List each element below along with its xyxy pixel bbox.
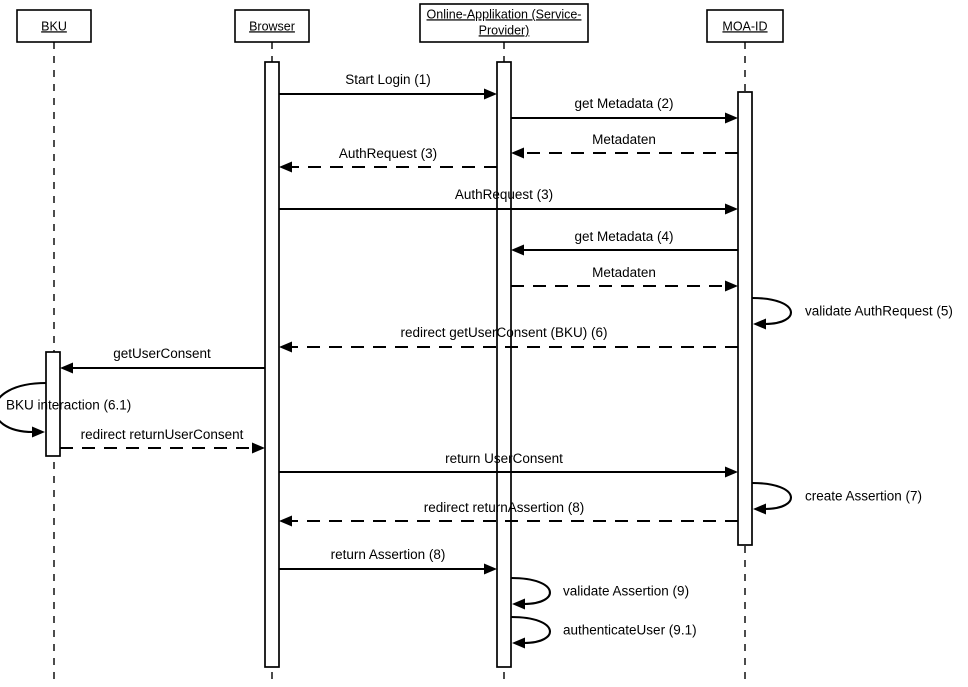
- self-message-label-1: validate AuthRequest (5): [805, 304, 953, 319]
- message-arrowhead-12: [279, 515, 292, 527]
- message-3: Metadaten: [511, 132, 738, 159]
- activation-bar-browser: [264, 61, 280, 668]
- activation-bar-sp: [496, 61, 512, 668]
- message-arrowhead-10: [252, 442, 265, 454]
- self-message-loop-4: [510, 576, 551, 606]
- message-8: redirect getUserConsent (BKU) (6): [279, 325, 738, 353]
- message-arrowhead-5: [725, 203, 738, 215]
- self-message-label-4: validate Assertion (9): [563, 584, 689, 599]
- message-label-11: return UserConsent: [445, 451, 563, 466]
- lifeline-header-box-sp[interactable]: [419, 3, 589, 43]
- message-label-2: get Metadata (2): [574, 96, 673, 111]
- lifeline-header-label-browser: Browser: [249, 19, 295, 33]
- message-label-13: return Assertion (8): [331, 547, 446, 562]
- message-arrowhead-9: [60, 362, 73, 374]
- message-13: return Assertion (8): [279, 547, 497, 575]
- message-11: return UserConsent: [279, 451, 738, 478]
- self-message-loop-1: [751, 296, 792, 326]
- message-label-3: Metadaten: [592, 132, 656, 147]
- lifeline-header-moaid[interactable]: MOA-ID: [706, 9, 784, 43]
- message-6: get Metadata (4): [511, 229, 738, 256]
- message-5: AuthRequest (3): [279, 187, 738, 215]
- message-12: redirect returnAssertion (8): [279, 500, 738, 527]
- messages-layer: Start Login (1) get Metadata (2) Metadaten…: [60, 72, 738, 575]
- self-message-1: validate AuthRequest (5): [751, 296, 953, 330]
- self-message-arrowhead-1: [753, 318, 766, 330]
- self-message-arrowhead-5: [512, 637, 525, 649]
- message-label-4: AuthRequest (3): [339, 146, 437, 161]
- self-messages-layer: validate AuthRequest (5) BKU interaction …: [0, 296, 953, 649]
- message-1: Start Login (1): [279, 72, 497, 100]
- message-arrowhead-6: [511, 244, 524, 256]
- message-arrowhead-8: [279, 341, 292, 353]
- self-message-arrowhead-3: [753, 503, 766, 515]
- lifeline-header-sp[interactable]: Online-Applikation (Service- Provider): [419, 3, 589, 43]
- lifeline-header-box-browser[interactable]: [234, 9, 310, 43]
- lifeline-header-box-bku[interactable]: [16, 9, 92, 43]
- self-message-3: create Assertion (7): [751, 481, 922, 515]
- message-arrowhead-4: [279, 161, 292, 173]
- self-message-arrowhead-2: [32, 426, 45, 438]
- self-message-5: authenticateUser (9.1): [510, 615, 697, 649]
- self-message-loop-5: [510, 615, 551, 645]
- activations-layer: [45, 61, 753, 668]
- self-message-label-2: BKU interaction (6.1): [6, 398, 131, 413]
- message-arrowhead-2: [725, 112, 738, 124]
- message-label-1: Start Login (1): [345, 72, 431, 87]
- lifeline-header-label-bku: BKU: [41, 19, 67, 33]
- message-label-12: redirect returnAssertion (8): [424, 500, 585, 515]
- lifeline-headers-layer: BKU Browser Online-Applikation (Service- Pr…: [16, 3, 784, 43]
- lifeline-header-label-moaid: MOA-ID: [722, 19, 767, 33]
- lifeline-header-label-sp-line1: Online-Applikation (Service-: [427, 7, 582, 21]
- message-arrowhead-13: [484, 563, 497, 575]
- activation-bar-moaid: [737, 91, 753, 546]
- message-label-9: getUserConsent: [113, 346, 211, 361]
- self-message-label-5: authenticateUser (9.1): [563, 623, 697, 638]
- message-2: get Metadata (2): [511, 96, 738, 124]
- self-message-label-3: create Assertion (7): [805, 489, 922, 504]
- message-label-8: redirect getUserConsent (BKU) (6): [400, 325, 607, 340]
- message-10: redirect returnUserConsent: [60, 427, 265, 454]
- lifeline-header-bku[interactable]: BKU: [16, 9, 92, 43]
- self-message-4: validate Assertion (9): [510, 576, 689, 610]
- message-label-7: Metadaten: [592, 265, 656, 280]
- message-label-10: redirect returnUserConsent: [81, 427, 244, 442]
- lifeline-header-label-sp-line2: Provider): [479, 23, 530, 37]
- self-message-loop-3: [751, 481, 792, 511]
- lifeline-header-box-moaid[interactable]: [706, 9, 784, 43]
- self-message-loop-2: [0, 381, 47, 434]
- self-message-2: BKU interaction (6.1): [0, 381, 131, 438]
- lifeline-header-browser[interactable]: Browser: [234, 9, 310, 43]
- message-label-5: AuthRequest (3): [455, 187, 553, 202]
- message-label-6: get Metadata (4): [574, 229, 673, 244]
- message-7: Metadaten: [511, 265, 738, 292]
- message-arrowhead-3: [511, 147, 524, 159]
- message-arrowhead-1: [484, 88, 497, 100]
- activation-bar-bku: [45, 351, 61, 457]
- message-arrowhead-7: [725, 280, 738, 292]
- message-4: AuthRequest (3): [279, 146, 497, 173]
- message-arrowhead-11: [725, 466, 738, 478]
- message-9: getUserConsent: [60, 346, 265, 374]
- self-message-arrowhead-4: [512, 598, 525, 610]
